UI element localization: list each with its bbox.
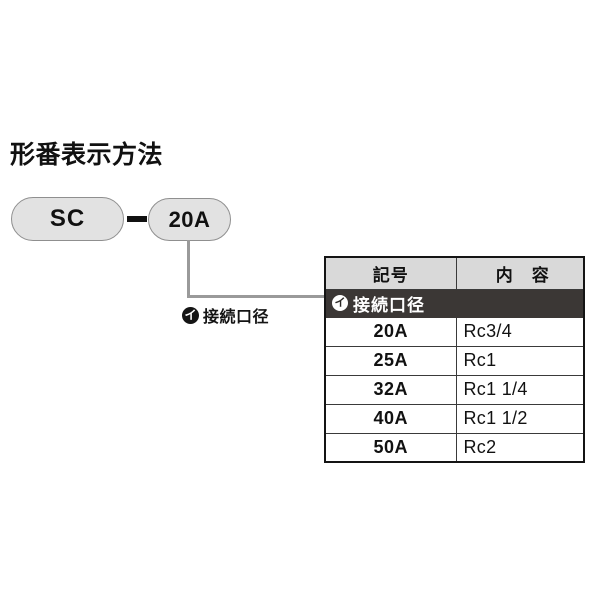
cell-symbol: 25A [324,345,457,376]
port-size-spec-table: 記号 内 容 イ 接続口径 20A Rc3/4 25A Rc1 [324,256,585,463]
cell-content: Rc1 1/4 [455,374,585,405]
callout-port-size: イ 接続口径 [182,303,269,327]
model-code-separator-dash [127,216,147,222]
table-row: 20A Rc3/4 [324,316,585,347]
page-title: 形番表示方法 [10,141,164,169]
table-row: 25A Rc1 [324,345,585,376]
leader-line-vertical [187,240,190,297]
cell-content: Rc1 [455,345,585,376]
model-code-pill-series-label: SC [49,205,86,232]
table-row: 32A Rc1 1/4 [324,374,585,405]
table-group-row: イ 接続口径 [324,288,585,318]
callout-label: 接続口径 [203,309,270,326]
cell-content: Rc3/4 [455,316,585,347]
table-row: 40A Rc1 1/2 [324,403,585,434]
cell-symbol: 20A [324,316,457,347]
table-header-content: 内 容 [455,256,585,290]
model-code-pill-series: SC [11,197,124,241]
table-group-label: 接続口径 [353,295,425,315]
model-code-pill-port-size: 20A [148,198,231,241]
cell-symbol: 40A [324,403,457,434]
cell-content: Rc1 1/2 [455,403,585,434]
leader-line-horizontal [187,295,332,298]
cell-symbol: 50A [324,432,457,463]
table-row: 50A Rc2 [324,432,585,463]
cell-content: Rc2 [455,432,585,463]
model-code-pill-port-size-label: 20A [168,206,211,232]
table-header-row: 記号 内 容 [324,256,585,290]
circled-i-marker-icon: イ [182,306,199,324]
table-header-symbol: 記号 [324,256,457,290]
cell-symbol: 32A [324,374,457,405]
table-group-cell: イ 接続口径 [324,288,585,318]
circled-i-marker-icon: イ [332,295,348,311]
